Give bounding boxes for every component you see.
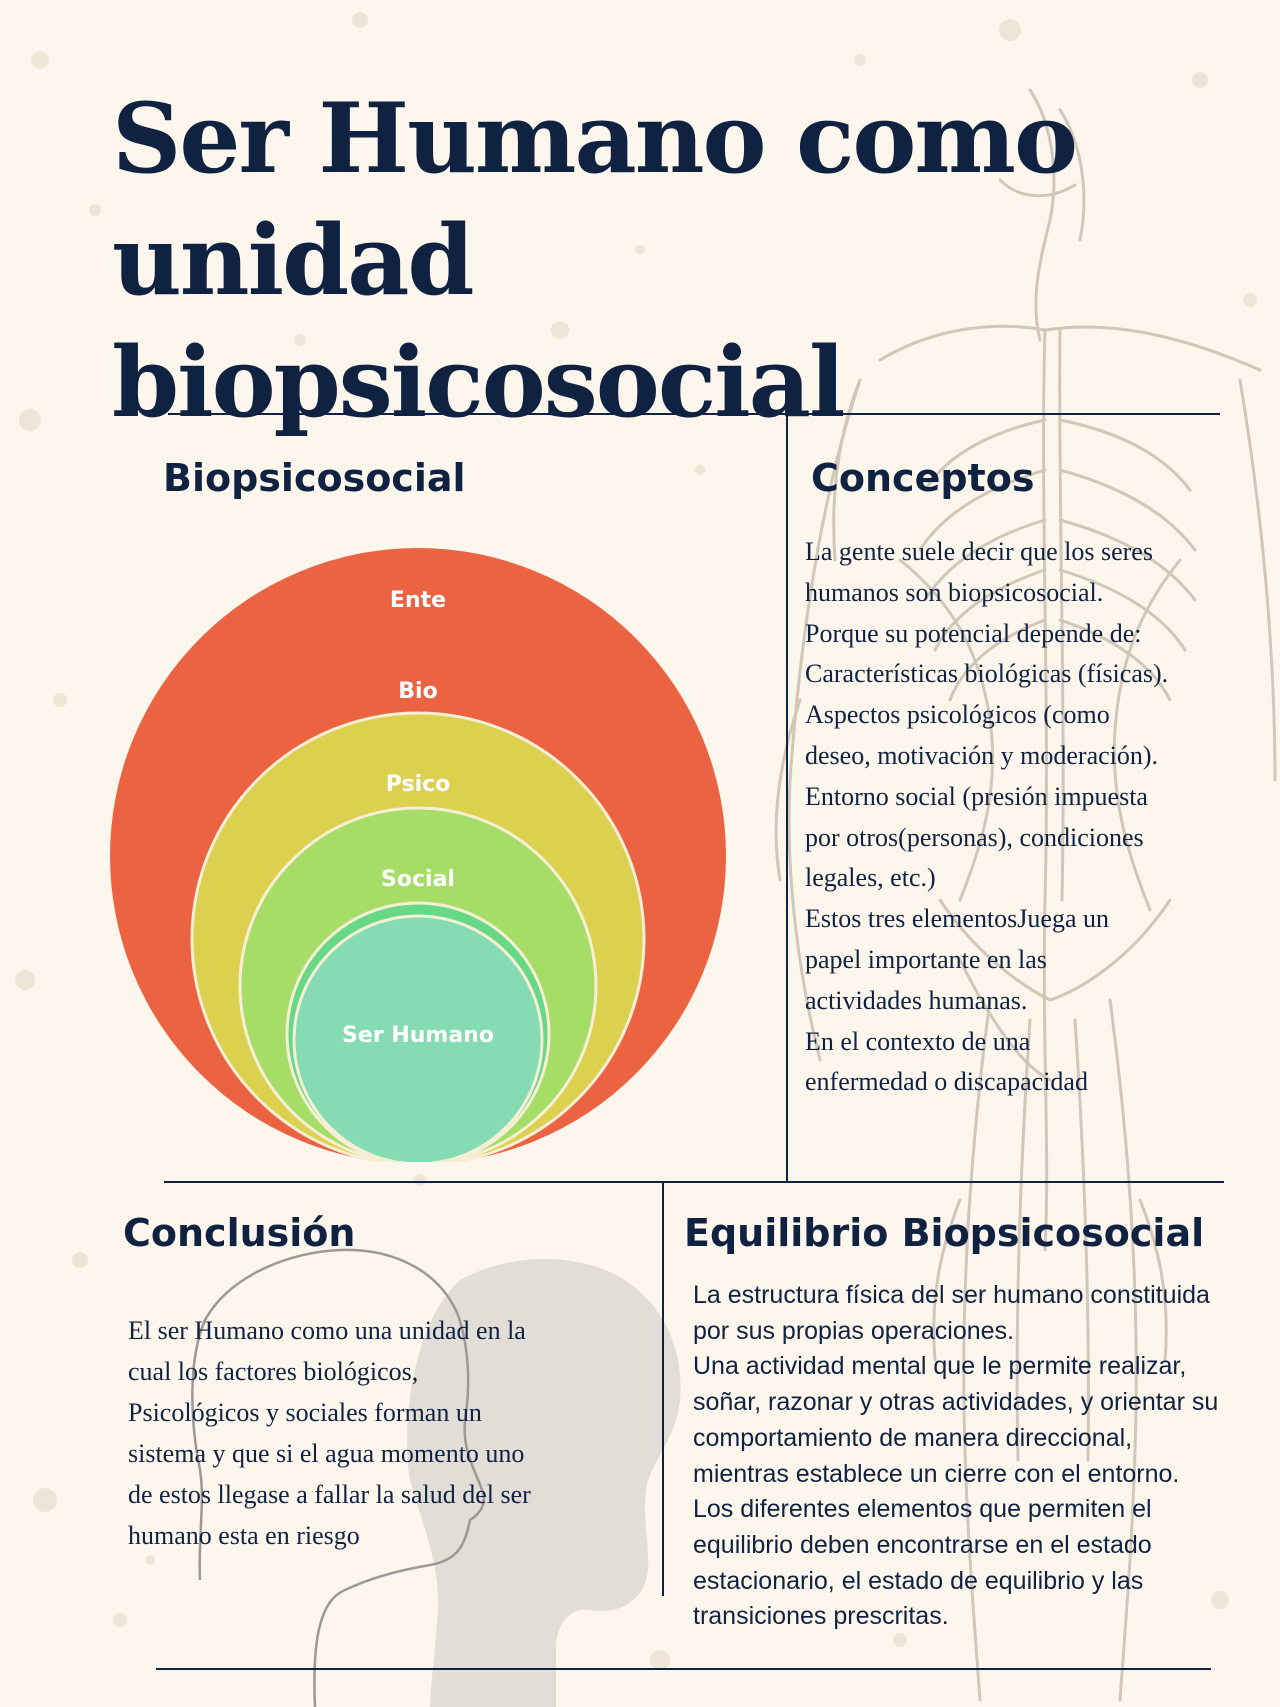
conclusion-line: humano esta en riesgo [128,1521,360,1550]
equilibrio-line: Una actividad mental que le permite real… [693,1352,1187,1381]
conceptos-line: Estos tres elementosJuega un [805,904,1109,934]
conceptos-line: Entorno social (presión impuesta [805,781,1148,811]
equilibrio-line: por sus propias operaciones. [693,1316,1015,1345]
ring-label-ente: Ente [390,588,446,613]
equilibrio-line: equilibrio deben encontrarse en el estad… [693,1530,1152,1559]
anatomy-sketch [774,88,1277,1702]
conceptos-line: Características biológicas (físicas). [805,659,1169,689]
conclusion-line: El ser Humano como una unidad en la [128,1316,526,1345]
equilibrio-line: Los diferentes elementos que permiten el [693,1495,1152,1524]
conceptos-line: legales, etc.) [805,863,936,893]
equilibrio-heading: Equilibrio Biopsicosocial [684,1211,1205,1255]
ring-label-bio: Bio [398,679,437,704]
conclusion-line: de estos llegase a fallar la salud del s… [128,1480,531,1509]
conceptos-body: La gente suele decir que los seres human… [805,532,1245,1103]
page-title-line-1: Ser Humano como [112,82,1078,195]
conceptos-line: actividades humanas. [805,985,1028,1015]
biopsicosocial-heading: Biopsicosocial [163,456,466,500]
equilibrio-line: comportamiento de manera direccional, [693,1423,1133,1452]
page-title: Ser Humano como unidad biopsicosocial [112,78,1232,444]
conceptos-line: Aspectos psicológicos (como [805,700,1110,730]
conceptos-line: por otros(personas), condiciones [805,822,1144,852]
conclusion-line: Psicológicos y sociales forman un [128,1398,482,1427]
conceptos-line: deseo, motivación y moderación). [805,740,1159,770]
equilibrio-line: La estructura física del ser humano cons… [693,1281,1210,1309]
conclusion-heading: Conclusión [123,1211,356,1255]
equilibrio-body: La estructura física del ser humano cons… [693,1278,1263,1635]
ring-label-psico: Psico [386,772,451,797]
ring-label-ser-humano: Ser Humano [342,1023,494,1048]
head-silhouette [191,1248,681,1707]
conclusion-body: El ser Humano como una unidad en la cual… [128,1310,628,1556]
page-title-line-2: unidad biopsicosocial [112,204,845,439]
middle-section-divider [164,1181,1224,1183]
conceptos-line: La gente suele decir que los seres [805,537,1153,566]
top-column-divider [786,413,788,1181]
bottom-column-divider [662,1181,664,1596]
top-section-divider [168,413,1220,415]
conclusion-line: cual los factores biológicos, [128,1357,419,1386]
equilibrio-line: transiciones prescritas. [693,1602,949,1631]
conceptos-line: En el contexto de una [805,1026,1031,1056]
conceptos-line: humanos son biopsicosocial. [805,577,1104,607]
equilibrio-line: mientras establece un cierre con el ento… [693,1459,1180,1488]
conceptos-line: Porque su potencial depende de: [805,618,1142,648]
ring-ser-humano [292,914,544,1162]
conceptos-heading: Conceptos [811,456,1035,500]
conceptos-line: enfermedad o discapacidad [805,1067,1088,1097]
bottom-section-divider [156,1668,1211,1670]
conceptos-line: papel importante en las [805,944,1047,974]
conclusion-line: sistema y que si el agua momento uno [128,1439,525,1468]
ring-label-social: Social [381,867,455,892]
biopsicosocial-diagram: Ente Bio Psico Social Ser Humano [110,548,726,1162]
equilibrio-line: estacionario, el estado de equilibrio y … [693,1566,1144,1595]
equilibrio-line: soñar, razonar y otras actividades, y or… [693,1388,1219,1417]
